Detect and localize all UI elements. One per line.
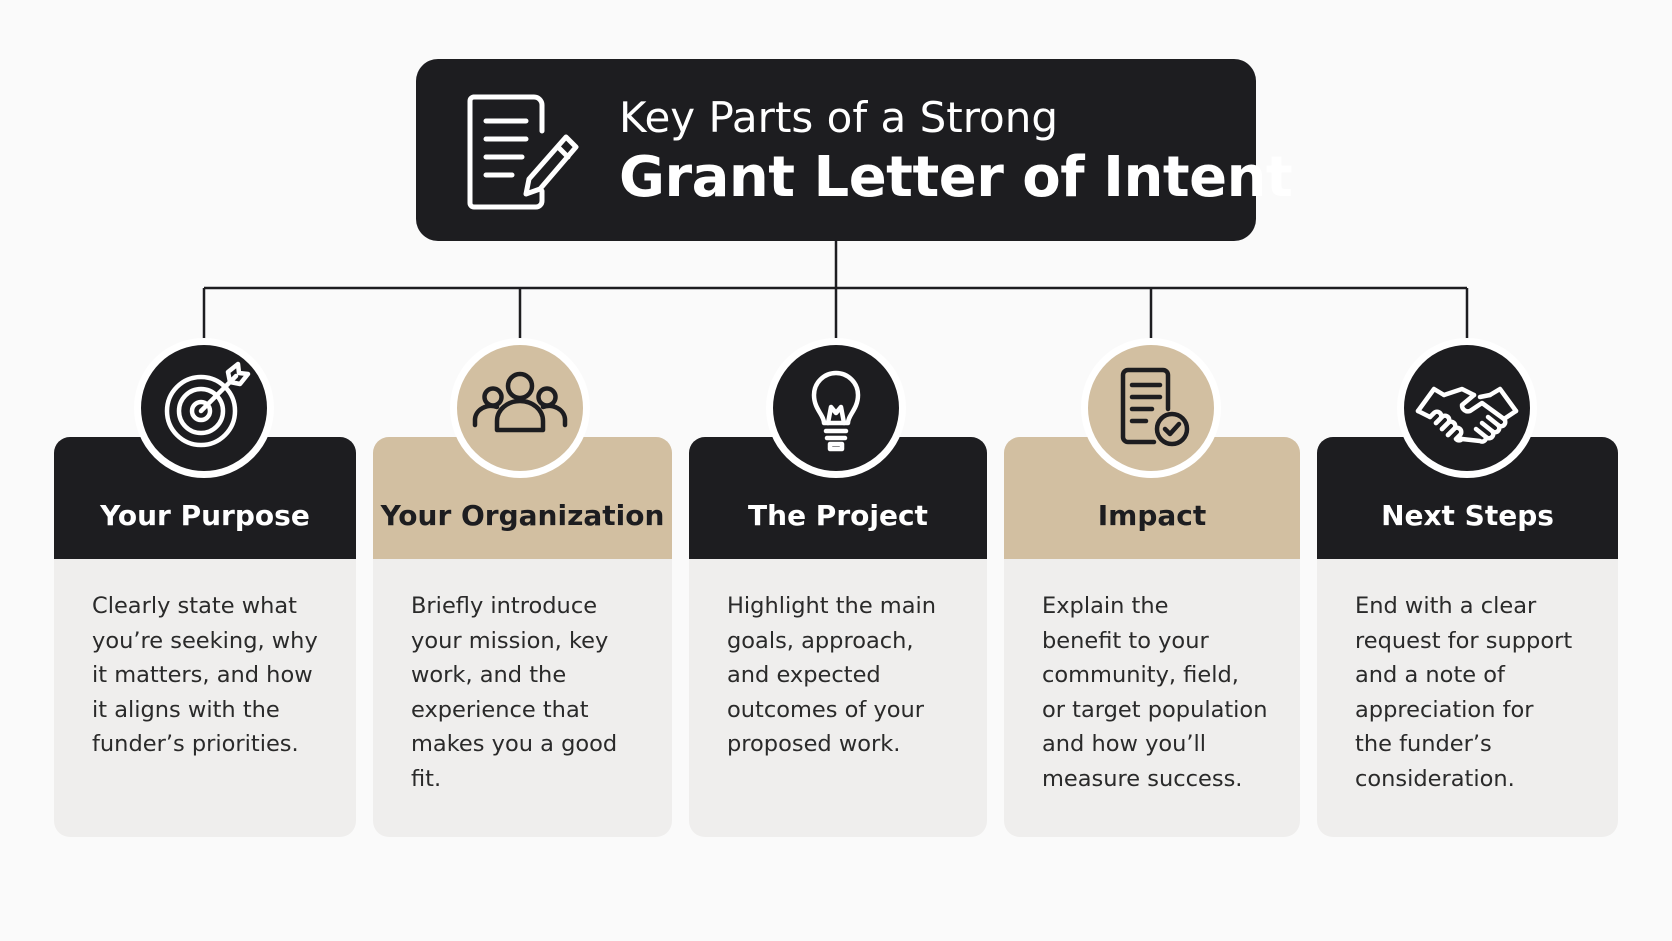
section-description: Briefly introduce your mission, key work… <box>411 593 618 792</box>
section-title: Impact <box>1097 499 1207 532</box>
section-title: The Project <box>748 499 928 532</box>
section-description: Clearly state what you’re seeking, why i… <box>92 593 318 758</box>
lightbulb-icon <box>811 370 861 452</box>
section-badge-impact <box>1081 338 1221 478</box>
section-title: Your Organization <box>380 499 665 532</box>
section-card-project: The Project Highlight the main goals, ap… <box>689 437 987 837</box>
section-description: End with a clear request for support and… <box>1355 593 1573 792</box>
section-card-organization: Your Organization Briefly introduce your… <box>373 437 672 837</box>
section-description: Explain the benefit to your community, f… <box>1042 593 1268 792</box>
section-title: Next Steps <box>1381 499 1554 532</box>
page-title: Grant Letter of Intent <box>619 145 1293 210</box>
people-group-icon <box>472 371 568 433</box>
section-card-purpose: Your Purpose Clearly state what you’re s… <box>54 437 356 837</box>
section-card-next-steps: Next Steps End with a clear request for … <box>1317 437 1618 837</box>
section-description: Highlight the main goals, approach, and … <box>727 593 937 758</box>
section-card-impact: Impact Explain the benefit to your commu… <box>1004 437 1300 837</box>
checked-document-icon <box>1120 367 1190 447</box>
handshake-icon <box>1415 386 1519 444</box>
title-banner: Key Parts of a Strong Grant Letter of In… <box>416 59 1293 241</box>
section-badge-purpose <box>134 338 274 478</box>
section-title: Your Purpose <box>100 499 310 532</box>
title-subheading: Key Parts of a Strong <box>619 93 1059 142</box>
target-icon <box>164 361 251 448</box>
section-badge-organization <box>450 338 590 478</box>
document-pencil-icon <box>467 94 579 210</box>
section-badge-project <box>766 338 906 478</box>
section-badge-next-steps <box>1397 338 1537 478</box>
